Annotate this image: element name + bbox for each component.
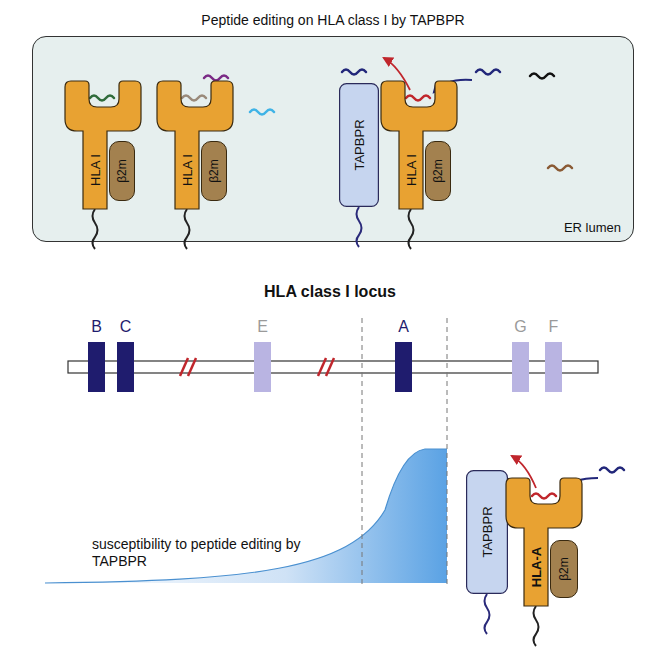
dashed-guides bbox=[362, 318, 447, 585]
gene-block: B bbox=[88, 342, 105, 392]
panel-heading: Peptide editing on HLA class I by TAPBPR bbox=[33, 12, 633, 28]
node-label: HLA I bbox=[405, 154, 418, 186]
gene-block: C bbox=[117, 342, 134, 392]
gene-block: E bbox=[254, 342, 271, 392]
section-heading: HLA class I locus bbox=[200, 282, 460, 301]
peptides bbox=[90, 70, 624, 499]
er-lumen-fill bbox=[32, 36, 634, 242]
b2m-subunit: β2m bbox=[425, 141, 451, 201]
tapbpr-molecule: TAPBPR bbox=[339, 83, 379, 207]
node-label: TAPBPR bbox=[353, 119, 366, 170]
er-lumen-panel: Peptide editing on HLA class I by TAPBPR… bbox=[32, 36, 634, 242]
node-label: β2m bbox=[116, 159, 128, 183]
node-label: HLA I bbox=[89, 154, 102, 186]
compartment-label: ER lumen bbox=[564, 220, 621, 235]
node-label: β2m bbox=[208, 159, 220, 183]
axis-note: susceptibility to peptide editing by TAP… bbox=[92, 536, 312, 570]
gene-name: F bbox=[549, 318, 559, 336]
gene-name: G bbox=[514, 318, 526, 336]
b2m-subunit: β2m bbox=[109, 141, 135, 201]
node-label: β2m bbox=[432, 159, 444, 183]
gene-block: G bbox=[512, 342, 529, 392]
gene-name: B bbox=[91, 318, 102, 336]
tapbpr-molecule: TAPBPR bbox=[466, 470, 508, 594]
gene-block: A bbox=[395, 342, 412, 392]
curve-edge bbox=[45, 449, 447, 583]
gene-name: E bbox=[257, 318, 268, 336]
b2m-subunit: β2m bbox=[550, 540, 578, 598]
node-label: TAPBPR bbox=[481, 506, 494, 557]
node-label: β2m bbox=[558, 557, 570, 581]
node-label: HLA-A bbox=[530, 547, 543, 587]
gene-name: A bbox=[398, 318, 409, 336]
susceptibility-curve bbox=[45, 449, 447, 583]
gene-name: C bbox=[120, 318, 132, 336]
b2m-subunit: β2m bbox=[201, 141, 227, 201]
gene-block: F bbox=[545, 342, 562, 392]
node-label: HLA I bbox=[181, 154, 194, 186]
